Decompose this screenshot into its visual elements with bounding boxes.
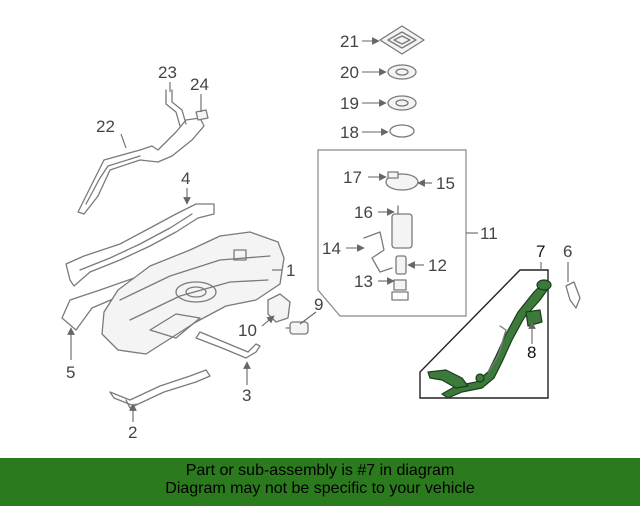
leader-lines [67,37,569,422]
callout-2: 2 [128,423,137,442]
part-20-ring [387,64,417,80]
part-23-hose [165,89,187,127]
part-1-fuel-tank [101,231,285,355]
callout-6: 6 [563,242,572,261]
callout-18: 18 [340,123,359,142]
callout-24: 24 [190,75,209,94]
callout-13: 13 [354,272,373,291]
callout-7: 7 [536,242,545,261]
part-24-clip [195,109,209,121]
callout-3: 3 [242,386,251,405]
callout-8: 8 [527,343,536,362]
callout-19: 19 [340,94,359,113]
part-3-strap [195,331,261,359]
part-22-shield [77,117,205,215]
callout-22: 22 [96,117,115,136]
callout-20: 20 [340,63,359,82]
part-4-shield [65,203,215,287]
callout-14: 14 [322,239,341,258]
callout-4: 4 [181,169,190,188]
info-banner: Part or sub-assembly is #7 in diagram Di… [0,458,640,506]
callout-11: 11 [480,224,498,243]
callout-12: 12 [428,256,447,275]
part-18-oring [389,124,415,138]
callout-17: 17 [343,168,362,187]
part-21-cover [379,25,425,55]
callout-21: 21 [340,32,359,51]
callout-5: 5 [66,363,75,382]
part-6-cap [565,281,581,309]
part-10-bracket [267,293,291,323]
part-2-strap [109,369,211,409]
pump-assembly-box [317,149,467,317]
banner-line-2: Diagram may not be specific to your vehi… [165,480,475,497]
callout-16: 16 [354,203,373,222]
part-19-ring [387,95,417,111]
callout-15: 15 [436,174,455,193]
part-9-valve [285,321,309,335]
banner-line-1: Part or sub-assembly is #7 in diagram [185,462,455,479]
parts-diagram: 21 20 19 18 23 24 22 17 15 4 16 11 14 12… [61,25,581,442]
callout-10: 10 [238,321,257,340]
callout-9: 9 [314,295,323,314]
filler-pipe-box [419,269,552,399]
callout-1: 1 [286,261,295,280]
callout-23: 23 [158,63,177,82]
